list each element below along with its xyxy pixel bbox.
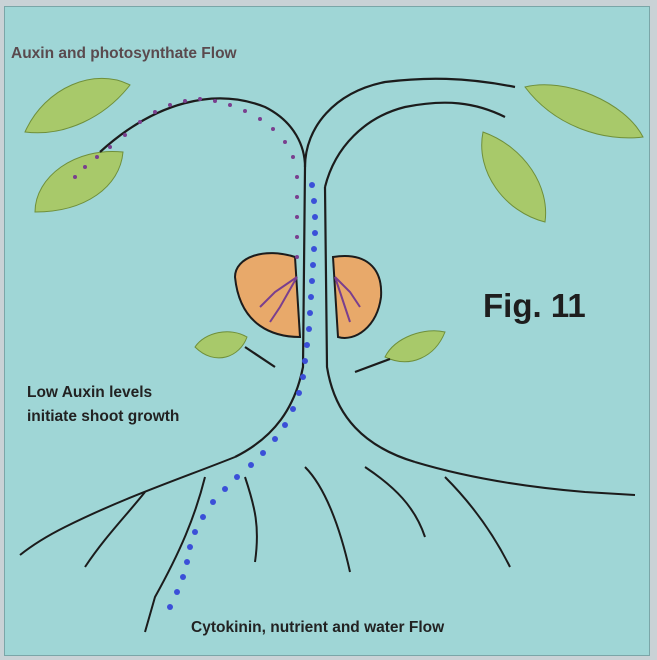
leaf-icon-lower-right	[385, 331, 445, 362]
bud-icon-right	[333, 256, 381, 338]
leaf-icon-lower-left	[195, 332, 247, 358]
bud-icon-left	[235, 253, 300, 337]
root-icon	[20, 457, 635, 632]
figure-number-label: Fig. 11	[483, 287, 586, 325]
leaf-icon-mid-right	[482, 132, 546, 222]
diagram-panel: Auxin and photosynthate Flow Low Auxin l…	[4, 6, 650, 656]
low-auxin-line-2: initiate shoot growth	[27, 405, 179, 429]
diagram-title: Auxin and photosynthate Flow	[11, 45, 237, 63]
cytokinin-flow-label: Cytokinin, nutrient and water Flow	[191, 619, 444, 637]
low-auxin-line-1: Low Auxin levels	[27, 381, 179, 405]
low-auxin-label: Low Auxin levels initiate shoot growth	[27, 381, 179, 429]
leaf-icon-mid-left	[35, 151, 123, 212]
leaf-icon-upper-right	[525, 85, 643, 138]
plant-diagram	[5, 7, 650, 656]
leaf-icon-upper-left	[25, 78, 130, 132]
